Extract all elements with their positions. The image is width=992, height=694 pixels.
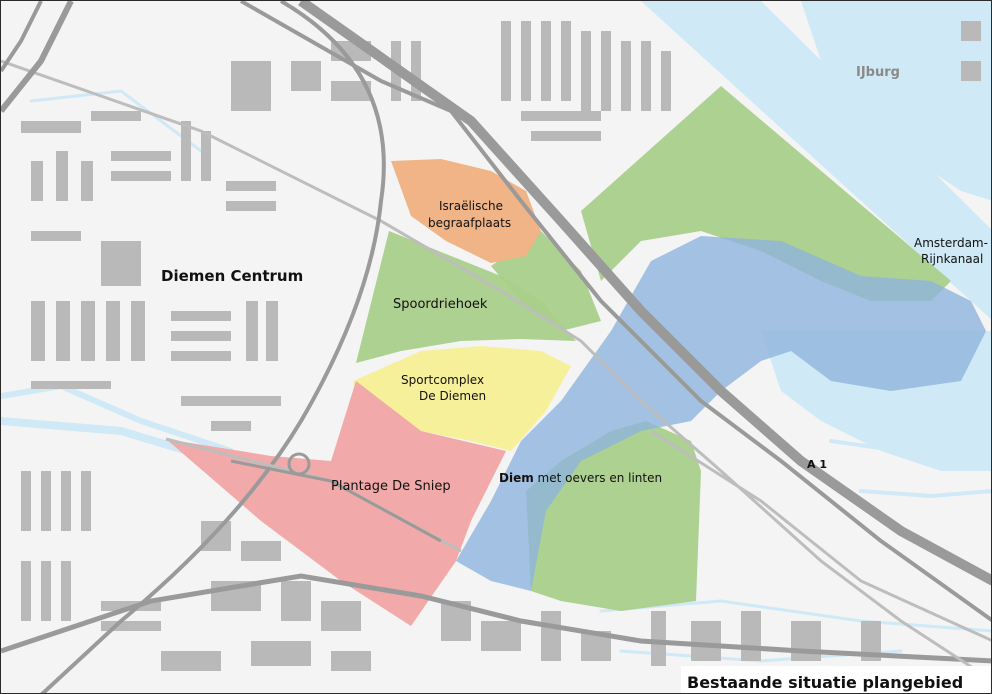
israelische-begraafplaats-area [391,159,541,263]
railway-2 [1,59,722,473]
a1-highway [298,1,991,586]
caption-background [681,666,991,693]
road-through-plantage [230,459,442,543]
ditch-4 [829,439,991,454]
diem-river-area [456,236,986,591]
road-east [719,469,991,682]
railway-1 [240,1,991,623]
plantage-label: Plantage De Sniep [331,479,451,494]
curved-railway [40,1,386,693]
ditch-5 [859,489,991,499]
buildings-top [231,21,981,141]
ditch-2 [599,599,991,633]
buildings-left [21,111,281,631]
ijburg-water [801,1,991,201]
amsterdam-rijnkanaal-label-1: Amsterdam- [914,236,988,250]
israelische-label-2: begraafplaats [428,216,511,230]
ijburg-label: IJburg [856,65,900,80]
spoordriehoek-label: Spoordriehoek [393,297,488,312]
ditch-1 [29,89,203,153]
diemen-centrum-label: Diemen Centrum [161,267,303,285]
buildings-bottom [161,521,881,671]
sportcomplex-label-2: De Diemen [419,389,486,403]
left-highway [1,1,74,113]
road-east-2 [650,429,991,642]
plantage-de-sniep-area [166,381,506,626]
amsterdam-rijnkanaal-label-2: Rijnkanaal [921,252,983,266]
amsterdam-rijnkanaal-water [641,1,991,320]
canal-left [1,382,234,454]
green-area-north [581,86,951,301]
spoordriehoek-area [356,231,576,363]
a1-label: A 1 [807,458,827,471]
map-caption: Bestaande situatie plangebied [687,673,963,692]
southern-road [1,573,991,664]
road-loop [287,452,311,476]
diem-label-bold: Diem [499,471,534,485]
diem-label: Diem met oevers en linten [499,471,662,485]
diem-label-rest: met oevers en linten [534,471,662,485]
sportcomplex-label-1: Sportcomplex [401,373,484,387]
left-road-2 [1,1,43,73]
israelische-label-1: Israëlische [439,199,503,213]
